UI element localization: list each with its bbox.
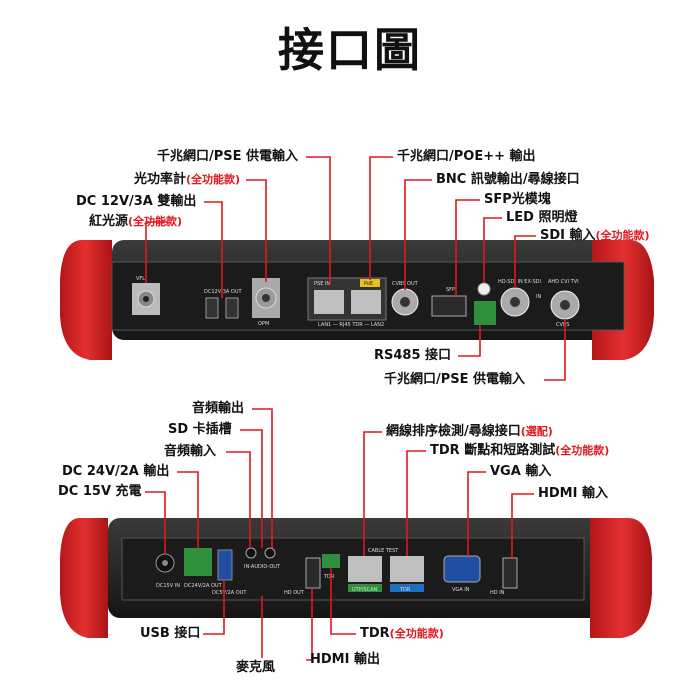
callout-line (203, 580, 225, 635)
label-red-light-source: 紅光源(全功能款) (89, 214, 183, 229)
callout-line (369, 156, 393, 280)
callout-line (226, 451, 251, 548)
label-hdmi-input: HDMI 輸入 (538, 486, 608, 501)
callout-line (330, 568, 356, 635)
panel-text: PoE (364, 281, 373, 287)
bottom-left-bumper (60, 518, 108, 638)
panel-text: HD IN (490, 590, 505, 596)
panel-text: HD-SDI IN EX-SDI (498, 279, 541, 285)
audio-out-jack (264, 547, 276, 559)
dc12v-port-1 (205, 297, 219, 319)
poe-out-port (351, 290, 381, 314)
tdr-rj45-port (390, 556, 424, 582)
callout-line (145, 491, 166, 554)
vga-in-port (443, 555, 481, 583)
callout-line (246, 179, 267, 282)
label-dc15v-charging: DC 15V 充電 (58, 484, 142, 499)
label-audio-input: 音頻輸入 (164, 444, 217, 459)
callout-line (306, 588, 313, 661)
panel-text: HD OUT (284, 590, 305, 596)
panel-text: IN-AUDIO-OUT (244, 564, 281, 570)
poe-badge (360, 279, 380, 287)
callout-line (514, 235, 536, 288)
label-audio-output: 音頻輸出 (192, 401, 245, 416)
panel-text: VGA IN (452, 587, 470, 593)
label-rs485: RS485 接口 (374, 348, 452, 363)
callout-line (204, 201, 223, 298)
top-left-bumper (60, 240, 112, 360)
panel-text: LAN1 — RJ45 TDR — LAN2 (318, 322, 384, 328)
callout-line (306, 156, 331, 285)
panel-text: DC15V IN (156, 583, 180, 589)
callout-line (252, 408, 273, 548)
callout-line (363, 431, 382, 556)
panel-text: IN (536, 294, 541, 300)
hdmi-in-port (502, 557, 518, 589)
usb-port (217, 549, 233, 581)
callout-line (467, 471, 486, 556)
panel-text: OPM (258, 321, 269, 327)
hdmi-out-port (305, 557, 321, 589)
panel-text: UTP/SCAN (352, 587, 377, 593)
label-pse-input-1: 千兆網口/PSE 供電輸入 (157, 149, 299, 164)
label-vga-input: VGA 輸入 (490, 464, 552, 479)
bottom-device: DC15V IN DC24V/2A OUT DC5V/2A OUT IN-AUD… (60, 518, 652, 638)
panel-text: VFL (136, 276, 145, 282)
label-cable-test: 網線排序檢測/尋線接口(選配) (386, 424, 553, 439)
label-led-light: LED 照明燈 (506, 210, 578, 225)
led-light (477, 282, 491, 296)
bottom-right-bumper (590, 518, 652, 638)
page-title: 接口圖 (278, 23, 422, 77)
label-sdi-input: SDI 輸入(全功能款) (540, 228, 650, 243)
label-pse-input-2: 千兆網口/PSE 供電輸入 (384, 372, 526, 387)
utp-scan-port (348, 556, 382, 582)
callout-line (544, 319, 566, 381)
pse-in-port (314, 290, 344, 314)
callout-line (145, 221, 168, 283)
label-hdmi-output: HDMI 輸出 (310, 652, 380, 667)
panel-text: CABLE TEST (368, 548, 399, 554)
callout-line (177, 471, 199, 548)
rs485-port (474, 301, 496, 325)
tdr-port (322, 554, 340, 568)
dc12v-port-2 (225, 297, 239, 319)
panel-text: PSE IN (314, 281, 330, 287)
sfp-port (431, 295, 467, 317)
panel-text: DC5V/2A OUT (212, 590, 247, 596)
panel-text: AHD CVI TVI (548, 279, 579, 285)
label-sfp-module: SFP光模塊 (484, 192, 551, 207)
callout-line (455, 199, 480, 296)
label-sd-card-slot: SD 卡插槽 (168, 422, 232, 437)
label-tdr: TDR(全功能款) (360, 626, 444, 641)
callout-lines (145, 156, 566, 661)
callout-line (511, 493, 534, 558)
label-dc12v-output: DC 12V/3A 雙輸出 (76, 194, 197, 209)
callout-line (483, 217, 502, 283)
callout-line (240, 429, 263, 548)
callout-line (406, 450, 426, 556)
label-optical-power-meter: 光功率計(全功能款) (134, 172, 241, 187)
panel-text: SFP (446, 287, 455, 293)
dc24v-port (184, 548, 212, 576)
label-bnc-output: BNC 訊號輸出/尋線接口 (436, 172, 580, 187)
label-dc24v-output: DC 24V/2A 輸出 (62, 464, 170, 479)
callout-line (458, 325, 481, 357)
panel-text: DC24V/2A OUT (184, 583, 223, 589)
label-poe-output: 千兆網口/POE++ 輸出 (397, 149, 536, 164)
label-usb-port: USB 接口 (140, 626, 201, 641)
audio-in-jack (245, 547, 257, 559)
panel-text: TDR (399, 587, 411, 593)
panel-text: TDR (323, 574, 335, 580)
panel-text: CVBS (556, 322, 569, 328)
panel-text: DC12V 3A OUT (204, 289, 242, 295)
top-device: VFL DC12V 3A OUT OPM PSE IN PoE LAN1 — R… (60, 240, 654, 360)
label-microphone: 麥克風 (236, 660, 276, 675)
callout-line (404, 179, 432, 290)
label-tdr-break-test: TDR 斷點和短路測試(全功能款) (430, 443, 610, 458)
